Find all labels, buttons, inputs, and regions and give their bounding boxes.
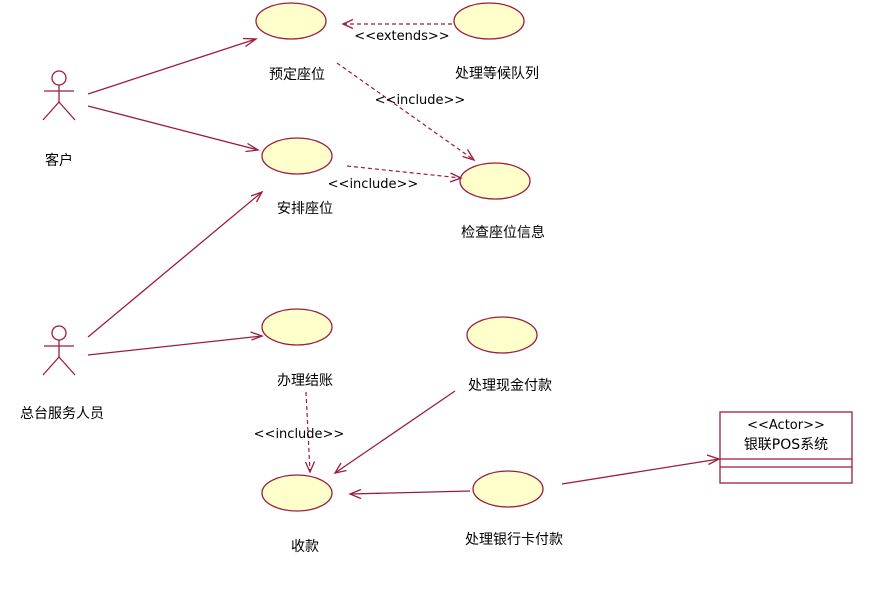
association-card-to-pos	[561, 454, 721, 485]
include-checkout-to-collect	[304, 391, 316, 474]
pos-name-label: 银联POS系统	[744, 437, 828, 453]
include-label-reserve: <<include>>	[375, 93, 466, 108]
association-customer-reserve	[87, 37, 258, 95]
usecase-card-payment: 处理银行卡付款	[465, 470, 563, 548]
extends-waitlist-to-reserve	[341, 18, 452, 30]
actor-pos-system: <<Actor>> 银联POS系统	[719, 411, 853, 484]
include-arrange-to-check	[346, 165, 463, 183]
usecase-check-seat-info-label: 检查座位信息	[461, 224, 545, 241]
usecase-checkout-label: 办理结账	[277, 373, 333, 389]
association-cash-to-collect	[333, 390, 456, 474]
usecase-reserve-seat-label: 预定座位	[269, 67, 325, 83]
association-frontdesk-arrange	[87, 190, 264, 338]
include-label-arrange: <<include>>	[328, 177, 419, 192]
usecase-cash-payment-label: 处理现金付款	[468, 378, 552, 394]
usecase-card-payment-label: 处理银行卡付款	[465, 532, 563, 548]
usecase-cash-payment: 处理现金付款	[466, 316, 552, 394]
usecase-handle-waitlist-label: 处理等候队列	[455, 65, 539, 82]
association-customer-arrange	[87, 105, 260, 153]
include-reserve-to-check	[336, 62, 476, 162]
actor-front-desk-label: 总台服务人员	[20, 406, 104, 422]
extends-label: <<extends>>	[354, 29, 449, 44]
usecase-reserve-seat: 预定座位	[255, 2, 327, 83]
usecase-arrange-seat: 安排座位	[261, 137, 333, 217]
actor-customer: 客户	[42, 70, 76, 169]
usecase-collect-payment: 收款	[261, 474, 333, 555]
usecase-arrange-seat-label: 安排座位	[277, 201, 333, 217]
include-label-checkout: <<include>>	[254, 427, 345, 442]
actor-customer-label: 客户	[45, 152, 73, 169]
usecase-handle-waitlist: 处理等候队列	[453, 2, 539, 82]
association-card-to-collect	[348, 488, 471, 500]
usecase-collect-payment-label: 收款	[291, 539, 319, 555]
actor-front-desk: 总台服务人员	[20, 325, 104, 422]
association-frontdesk-checkout	[87, 331, 264, 356]
pos-stereotype-label: <<Actor>>	[747, 418, 825, 433]
usecase-check-seat-info: 检查座位信息	[459, 162, 545, 241]
usecase-checkout: 办理结账	[261, 308, 333, 389]
